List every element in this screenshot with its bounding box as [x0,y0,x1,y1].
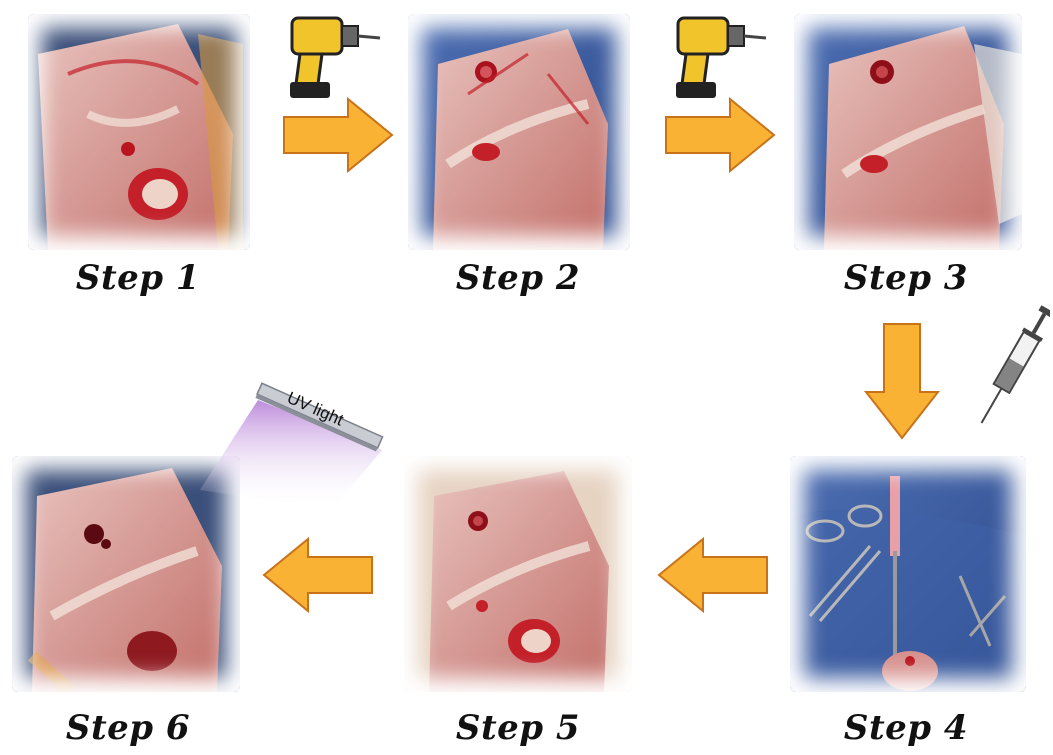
step-1-photo [28,14,250,250]
step-5-label: Step 5 [418,708,618,748]
uv-lamp-icon: UV light [200,380,390,510]
step-3-photo [794,14,1022,250]
drill-icon [282,6,382,106]
arrow-right-2 [664,95,778,175]
step-2-label: Step 2 [418,258,618,298]
step-2-photo [408,14,630,250]
step-6-label: Step 6 [28,708,228,748]
step-3-label: Step 3 [806,258,1006,298]
arrow-left-1 [655,535,769,615]
step-5-photo [404,456,632,692]
syringe-icon [980,300,1050,435]
arrow-right-1 [282,95,396,175]
step-1-label: Step 1 [38,258,238,298]
step-4-label: Step 4 [806,708,1006,748]
step-4-photo [790,456,1026,692]
arrow-left-2 [260,535,374,615]
arrow-down [862,322,942,442]
drill-icon [668,6,768,106]
